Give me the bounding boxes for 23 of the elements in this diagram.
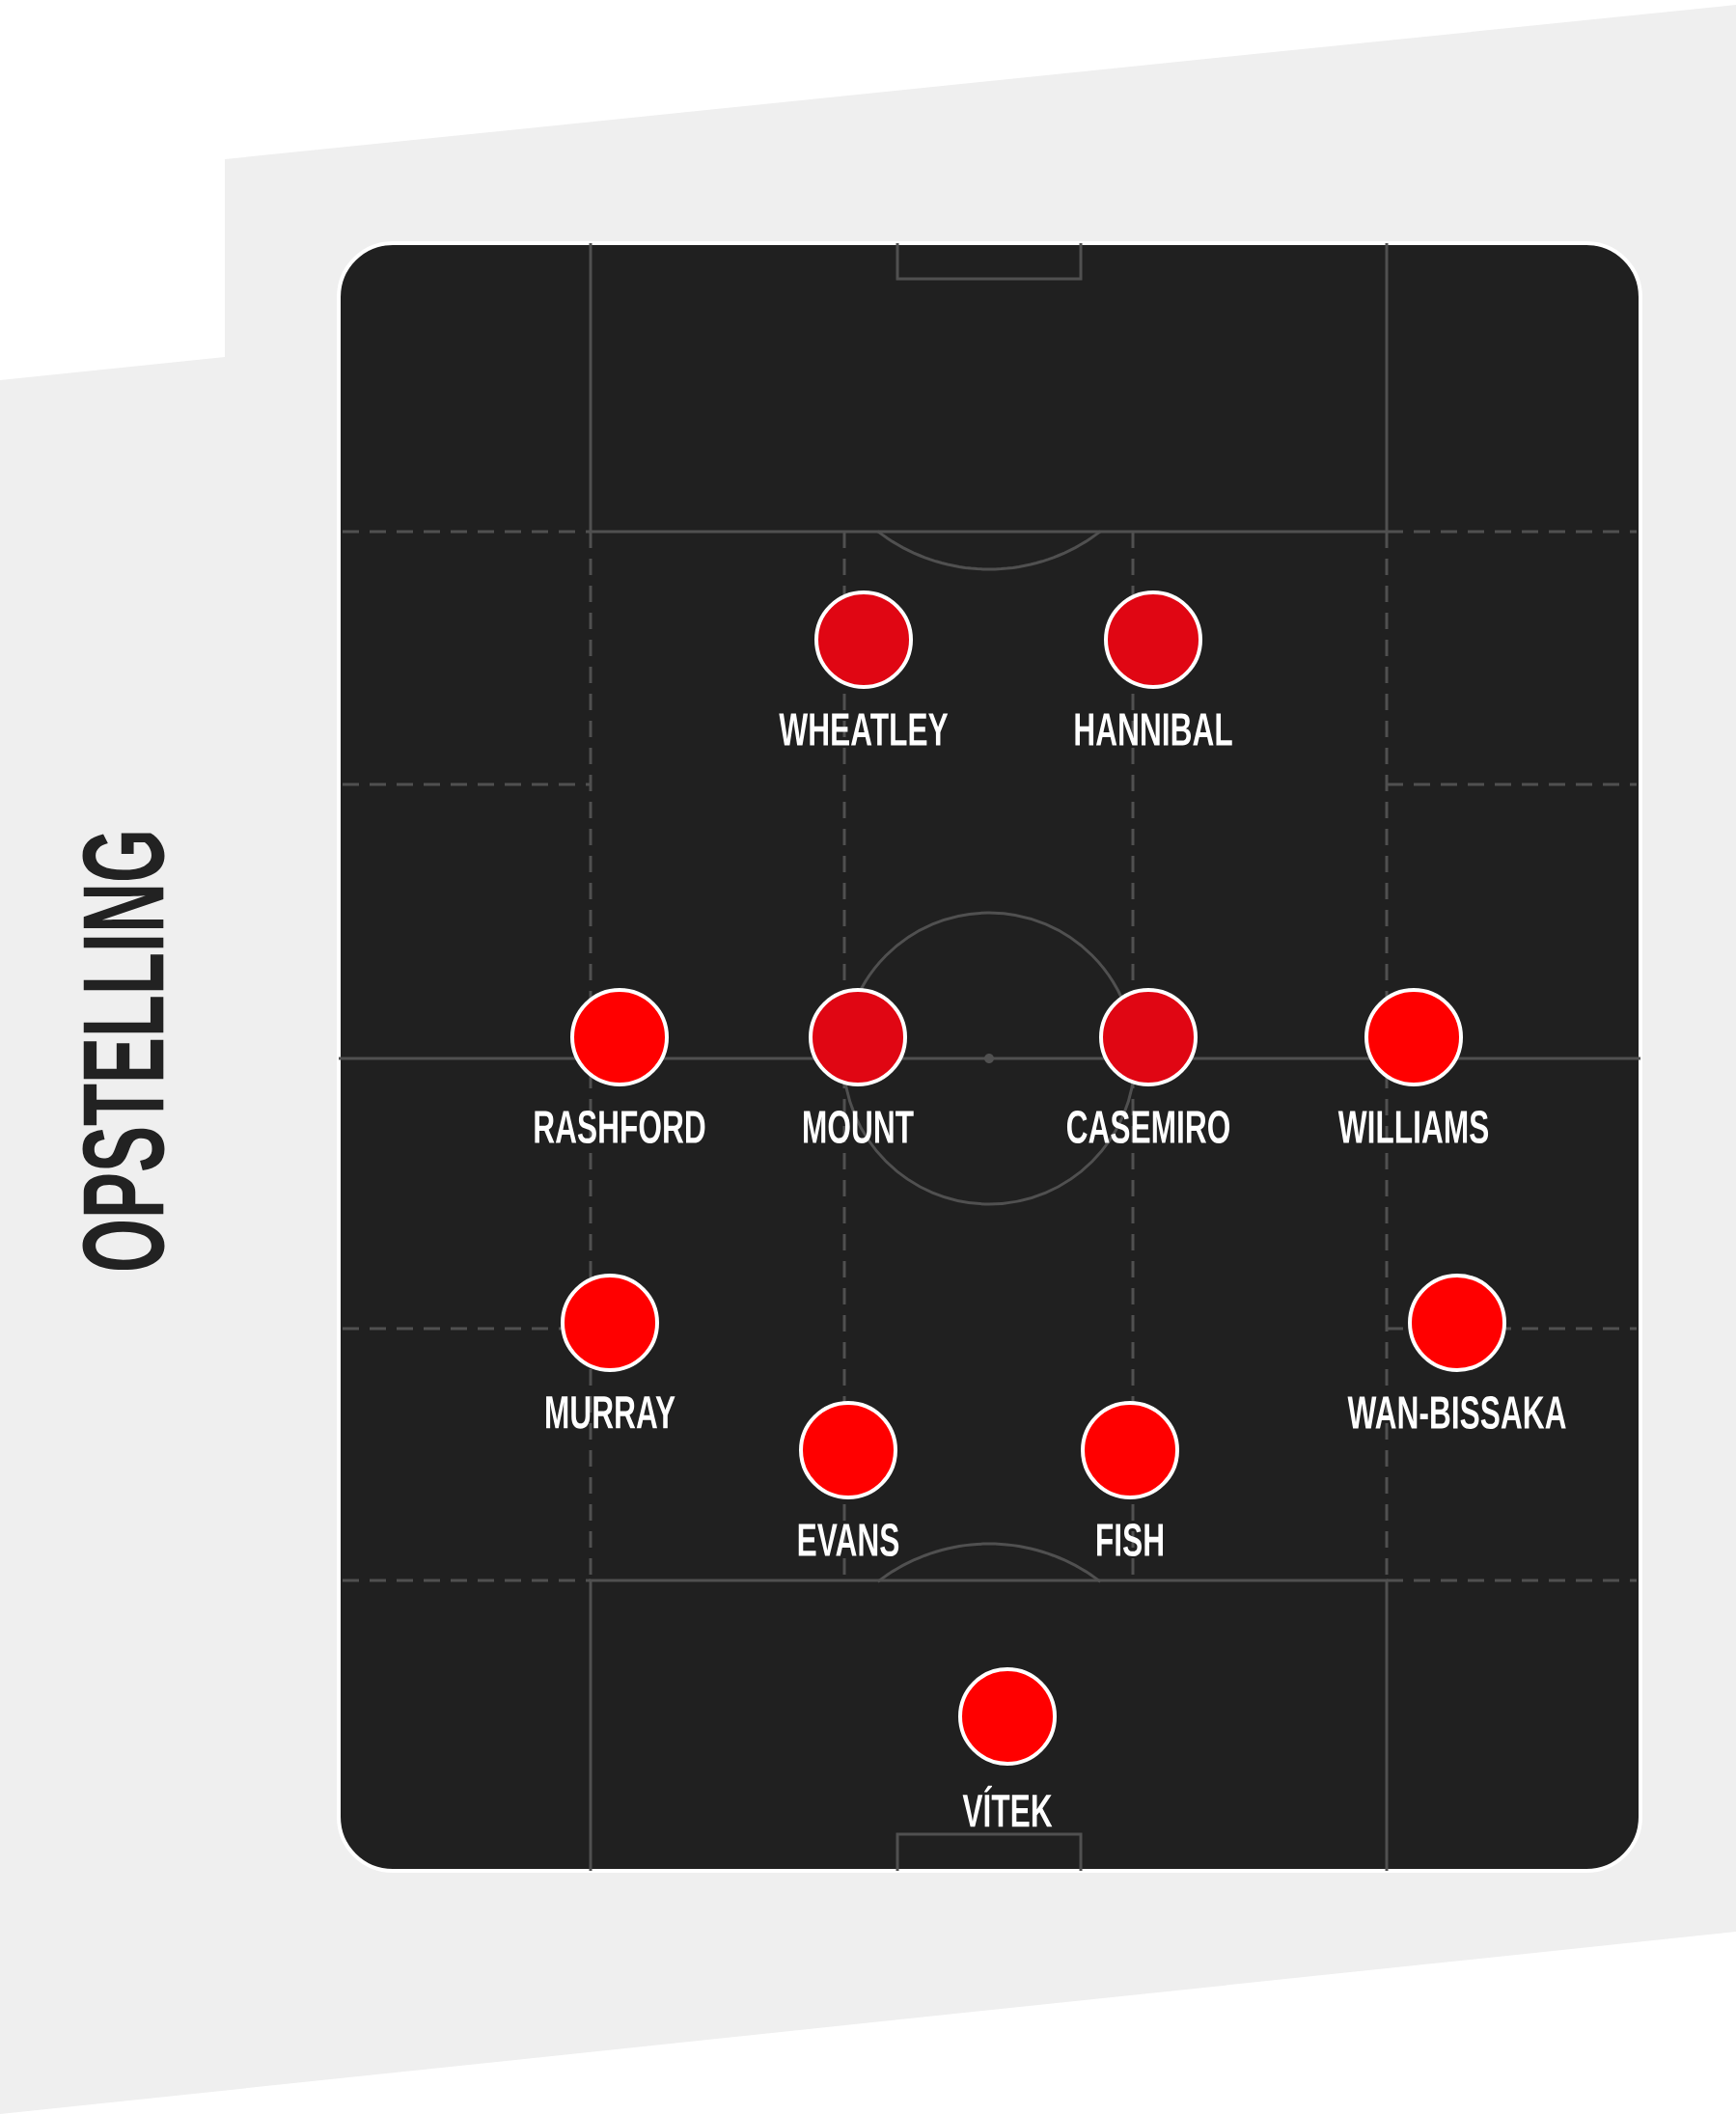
player-name: WHEATLEY (779, 713, 949, 746)
title: OPSTELLING (82, 833, 165, 1271)
player-name: WILLIAMS (1337, 1111, 1489, 1143)
player-name: MURRAY (546, 1396, 675, 1429)
player-dot (799, 1401, 897, 1499)
player-name: CASEMIRO (1066, 1111, 1230, 1143)
player-dot (561, 1274, 659, 1372)
player-dot (814, 590, 913, 689)
player-dot (958, 1667, 1057, 1766)
player-name: VÍTEK (962, 1785, 1053, 1827)
player-dot (1081, 1401, 1179, 1499)
player-dot (570, 988, 669, 1086)
player-dot (1104, 590, 1202, 689)
player-dot (1408, 1274, 1506, 1372)
player-dot (1364, 988, 1463, 1086)
player-dot (1099, 988, 1198, 1086)
player-dot (809, 988, 907, 1086)
player-name: RASHFORD (535, 1111, 705, 1143)
player-name: HANNIBAL (1075, 713, 1232, 746)
player-name: MOUNT (804, 1111, 914, 1143)
player-name: WAN-BISSAKA (1347, 1396, 1566, 1429)
player-name: FISH (1097, 1524, 1163, 1556)
player-name: EVANS (798, 1524, 899, 1556)
